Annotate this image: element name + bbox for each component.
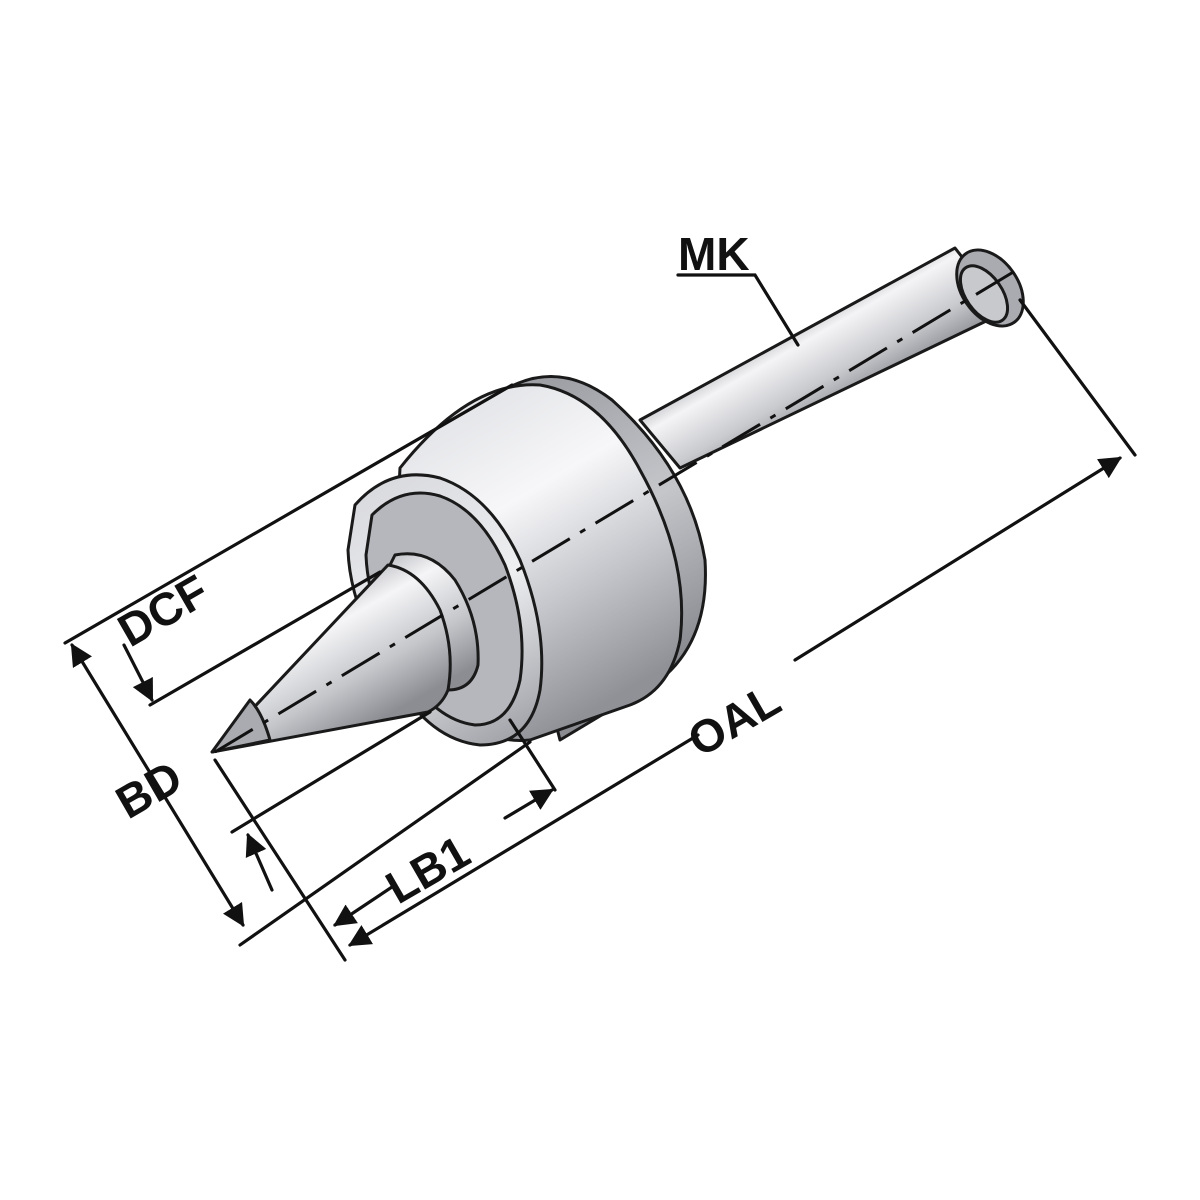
dimension-labels: MK DCF BD LB1 OAL xyxy=(107,228,789,914)
lb1-dimension-line-upper xyxy=(503,788,554,820)
center-axis-line xyxy=(214,266,1021,754)
conical-point xyxy=(210,563,452,754)
lb1-right-extension-line xyxy=(508,718,557,792)
bd-bottom-extension-line xyxy=(238,740,532,947)
body-top-extension-line xyxy=(63,383,514,645)
point-extension-line xyxy=(230,710,432,834)
dcf-lower-arrow xyxy=(245,832,274,892)
lb1-dimension-line-lower xyxy=(333,883,397,927)
dcf-label: DCF xyxy=(109,564,217,656)
bd-dimension-line xyxy=(70,643,245,927)
oal-label: OAL xyxy=(679,673,789,767)
oal-right-extension-line xyxy=(1018,298,1137,457)
morse-taper-shank xyxy=(638,246,1025,470)
oal-dimension-line-lower xyxy=(348,733,700,947)
mk-label: MK xyxy=(678,228,750,280)
dimension-annotations xyxy=(63,273,1137,962)
oal-dimension-line-upper xyxy=(793,456,1122,662)
oal-left-extension-line xyxy=(213,758,347,962)
mk-leader-line xyxy=(676,273,800,347)
dcf-dimension-arrow xyxy=(122,643,154,702)
live-center-part xyxy=(210,246,1025,754)
